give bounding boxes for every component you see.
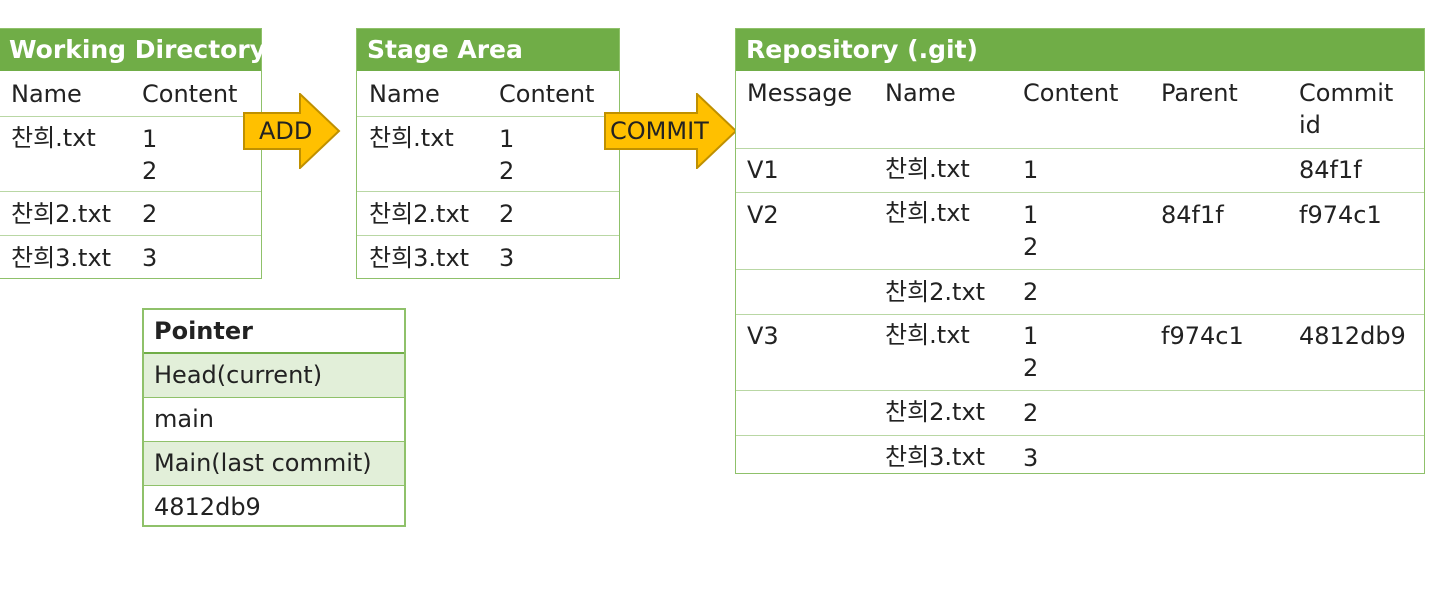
- table-header-row: Name Content: [357, 71, 619, 116]
- file-name: 찬희2.txt: [885, 398, 986, 426]
- table-row: V2 찬희.txt 1 2 84f1f f974c1: [736, 192, 1424, 269]
- column-header-name: Name: [11, 80, 82, 108]
- file-content-line: 2: [1023, 354, 1039, 382]
- column-header-name: Name: [885, 79, 956, 107]
- stage-area-title: Stage Area: [357, 29, 619, 71]
- column-header-content: Content: [499, 80, 595, 108]
- working-directory-title: Working Directory: [0, 29, 266, 71]
- table-row: V1 찬희.txt 1 84f1f: [736, 148, 1424, 192]
- column-header-parent: Parent: [1161, 79, 1238, 107]
- table-row: 찬희3.txt 3: [0, 235, 261, 279]
- pointer-row-commit-id: 4812db9: [144, 485, 404, 529]
- right-arrow-icon: [243, 93, 341, 169]
- file-content-line: 2: [1023, 399, 1039, 427]
- file-name: 찬희.txt: [369, 124, 454, 152]
- column-header-content: Content: [1023, 79, 1119, 107]
- commit-arrow-label: COMMIT: [610, 117, 709, 145]
- file-content-line: 3: [499, 244, 515, 272]
- file-name: 찬희2.txt: [369, 200, 470, 228]
- commit-message: V1: [747, 156, 779, 184]
- file-name: 찬희.txt: [11, 124, 96, 152]
- column-header-message: Message: [747, 79, 853, 107]
- file-name: 찬희2.txt: [11, 200, 112, 228]
- commit-parent: 84f1f: [1161, 201, 1224, 229]
- table-row: 찬희3.txt 3: [736, 435, 1424, 478]
- repository-table: Repository (.git) Message Name Content P…: [735, 28, 1425, 474]
- add-arrow: ADD: [243, 93, 341, 169]
- table-row: 찬희2.txt 2: [357, 191, 619, 235]
- file-name: 찬희2.txt: [885, 278, 986, 306]
- file-name: 찬희.txt: [885, 321, 970, 349]
- commit-id: f974c1: [1299, 201, 1382, 229]
- file-content-line: 2: [142, 200, 158, 228]
- table-row: 찬희.txt 1 2: [0, 116, 261, 191]
- file-name: 찬희3.txt: [369, 244, 470, 272]
- pointer-row-head: Head(current): [144, 354, 404, 397]
- file-content-line: 2: [499, 200, 515, 228]
- pointer-row-main-last-commit: Main(last commit): [144, 441, 404, 485]
- file-name: 찬희3.txt: [11, 244, 112, 272]
- stage-area-table: Stage Area Name Content 찬희.txt 1 2 찬희2.t…: [356, 28, 620, 279]
- column-header-name: Name: [369, 80, 440, 108]
- file-content-line: 1: [499, 125, 515, 153]
- file-content-line: 2: [499, 157, 515, 185]
- commit-arrow: COMMIT: [604, 93, 738, 169]
- pointer-title: Pointer: [144, 310, 404, 354]
- column-header-commit-id: Commit id: [1299, 79, 1394, 139]
- table-row: 찬희3.txt 3: [357, 235, 619, 279]
- commit-message: V2: [747, 201, 779, 229]
- file-content-line: 1: [1023, 201, 1039, 229]
- table-header-row: Name Content: [0, 71, 261, 116]
- table-header-row: Message Name Content Parent Commit id: [736, 71, 1424, 148]
- file-content-line: 2: [142, 157, 158, 185]
- right-arrow-icon: [604, 93, 738, 169]
- table-row: V3 찬희.txt 1 2 f974c1 4812db9: [736, 314, 1424, 390]
- working-directory-table: Working Directory Name Content 찬희.txt 1 …: [0, 28, 266, 279]
- add-arrow-label: ADD: [259, 117, 313, 145]
- file-name: 찬희.txt: [885, 155, 970, 183]
- table-row: 찬희2.txt 2: [0, 191, 261, 235]
- commit-message: V3: [747, 322, 779, 350]
- repository-title: Repository (.git): [736, 29, 1424, 71]
- pointer-row-main: main: [144, 397, 404, 441]
- file-content-line: 1: [142, 125, 158, 153]
- table-row: 찬희.txt 1 2: [357, 116, 619, 191]
- commit-parent: f974c1: [1161, 322, 1244, 350]
- commit-id: 4812db9: [1299, 322, 1406, 350]
- file-content-line: 1: [1023, 156, 1039, 184]
- file-name: 찬희.txt: [885, 199, 970, 227]
- file-name: 찬희3.txt: [885, 443, 986, 471]
- file-content-line: 2: [1023, 233, 1039, 261]
- commit-id: 84f1f: [1299, 156, 1362, 184]
- file-content-line: 3: [1023, 444, 1039, 472]
- file-content-line: 1: [1023, 322, 1039, 350]
- column-header-content: Content: [142, 80, 238, 108]
- file-content-line: 3: [142, 244, 158, 272]
- file-content-line: 2: [1023, 278, 1039, 306]
- table-row: 찬희2.txt 2: [736, 390, 1424, 435]
- table-row: 찬희2.txt 2: [736, 269, 1424, 314]
- pointer-table: Pointer Head(current) main Main(last com…: [142, 308, 406, 527]
